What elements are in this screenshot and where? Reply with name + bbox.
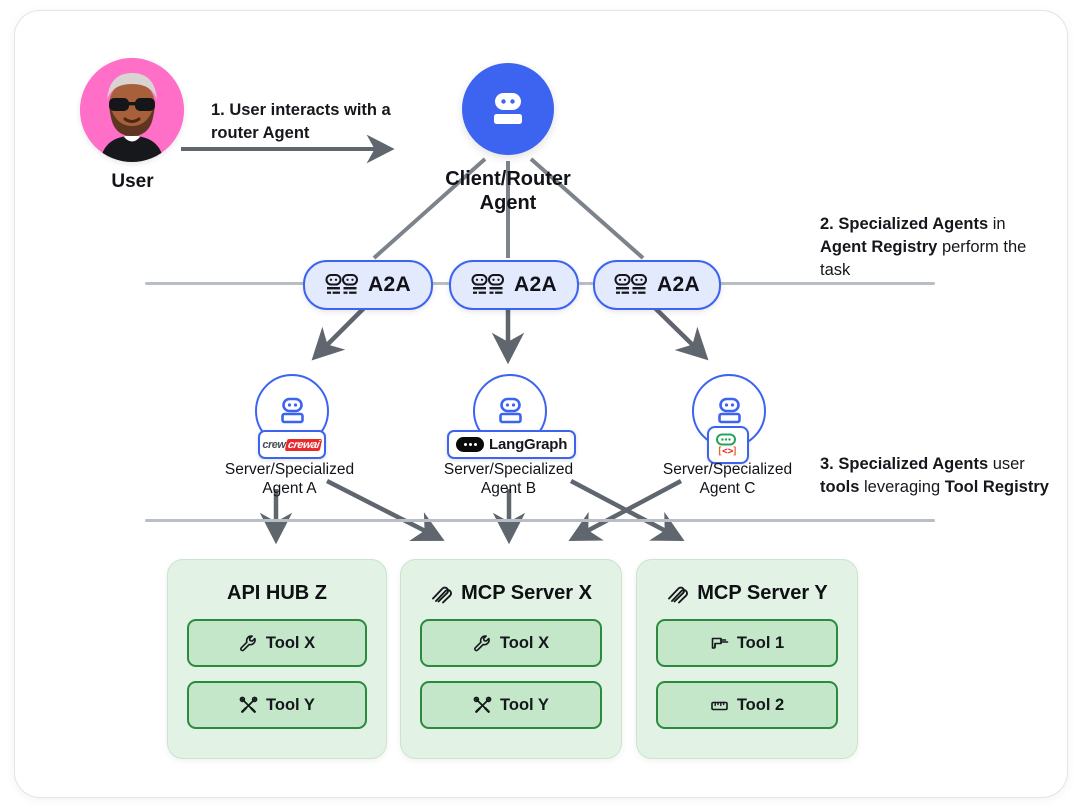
arrow-a2a1-to-agentA: [311, 306, 366, 361]
tool-chip-label: Tool Y: [500, 695, 549, 714]
a2a-node-2[interactable]: A2A: [449, 260, 579, 310]
robot-icon: [712, 394, 746, 428]
tool-chip-label: Tool 2: [736, 695, 785, 714]
tool-group-title: MCP Server X: [401, 582, 621, 605]
agent-c-framework-badge: [ <> ]: [707, 426, 749, 464]
user-label: User: [111, 171, 154, 192]
tool-chip-label: Tool 1: [736, 633, 785, 652]
specialized-agent-a-label: Server/Specialized Agent A: [224, 461, 355, 497]
specialized-agent-c-label: Server/Specialized Agent C: [662, 461, 793, 497]
api-hub-z-title: API HUB Z: [227, 582, 327, 604]
step-2-part-1: in: [988, 215, 1006, 233]
client-router-agent-label: Client/Router Agent: [445, 168, 571, 214]
tool-chip-label: Tool Y: [266, 695, 315, 714]
a2a-label-1: A2A: [368, 273, 411, 296]
tool-group-api-hub-z: API HUB Z Tool X Tool Y: [167, 559, 387, 759]
step-1-caption: 1. User interacts with a router Agent: [211, 99, 426, 145]
client-router-agent-node[interactable]: [462, 63, 554, 155]
step-3-part-0: Specialized Agents: [838, 455, 989, 473]
crossed-tools-icon: [239, 696, 258, 715]
step-3-part-3: leveraging: [859, 477, 945, 496]
user-avatar: [80, 58, 184, 162]
robot-icon: [493, 394, 527, 428]
a2a-robots-icon: [471, 273, 505, 297]
specialized-agent-b-label: Server/Specialized Agent B: [443, 461, 574, 497]
a2a-node-3[interactable]: A2A: [593, 260, 721, 310]
step-2-part-3: perform the task: [820, 237, 1027, 279]
robot-icon: [485, 86, 531, 132]
mcp-server-y-title: MCP Server Y: [697, 582, 828, 604]
svg-text:]: ]: [732, 446, 738, 457]
step-3-part-4: Tool Registry: [944, 477, 1049, 496]
tool-registry-divider: [145, 519, 935, 522]
tool-group-mcp-server-x: MCP Server X Tool X Tool Y: [400, 559, 622, 759]
step-3-number: 3.: [820, 455, 834, 473]
arrow-a2a3-to-agentC: [653, 306, 709, 361]
step-2-caption: 2. Specialized Agents in Agent Registry …: [820, 213, 1050, 281]
step-3-caption: 3. Specialized Agents user tools leverag…: [820, 453, 1055, 499]
ruler-icon: [710, 696, 729, 715]
wrench-icon: [473, 634, 492, 653]
tool-group-title: API HUB Z: [168, 582, 386, 605]
step-2-part-0: Specialized Agents: [838, 215, 989, 233]
svg-text:<>: <>: [722, 446, 734, 457]
a2a-node-1[interactable]: A2A: [303, 260, 433, 310]
diagram-card: User 1. User interacts with a router Age…: [14, 10, 1068, 798]
agent-b-framework-badge: LangGraph: [447, 430, 577, 459]
a2a-label-2: A2A: [514, 273, 557, 296]
crossed-tools-icon: [473, 696, 492, 715]
a2a-robots-icon: [614, 273, 648, 297]
tool-chip-label: Tool X: [499, 633, 550, 652]
a2a-robots-icon: [325, 273, 359, 297]
tool-chip-mcp-server-y-0[interactable]: Tool 1: [656, 619, 838, 667]
tool-group-title: MCP Server Y: [637, 582, 857, 605]
drill-icon: [710, 634, 729, 653]
mcp-server-x-title: MCP Server X: [461, 582, 592, 604]
adk-code-chat-logo: [ <> ]: [714, 432, 742, 458]
tool-chip-mcp-server-y-1[interactable]: Tool 2: [656, 681, 838, 729]
tool-chip-label: Tool X: [265, 633, 316, 652]
svg-text:[: [: [717, 446, 723, 457]
tool-group-mcp-server-y: MCP Server Y Tool 1 Tool 2: [636, 559, 858, 759]
step-3-part-1: user: [988, 455, 1025, 473]
step-1-text: 1. User interacts with a router Agent: [211, 101, 391, 142]
crewai-logo-label: crewai: [285, 438, 323, 451]
robot-icon: [275, 394, 309, 428]
step-2-number: 2.: [820, 215, 834, 233]
step-3-part-2: tools: [820, 477, 860, 496]
wrench-icon: [239, 634, 258, 653]
mcp-logo-icon: [430, 582, 453, 605]
tool-chip-api-hub-z-0[interactable]: Tool X: [187, 619, 367, 667]
mcp-logo-icon: [666, 582, 689, 605]
a2a-label-3: A2A: [657, 273, 700, 296]
tool-chip-api-hub-z-1[interactable]: Tool Y: [187, 681, 367, 729]
step-2-part-2: Agent Registry: [820, 237, 938, 256]
langgraph-logo: [456, 437, 484, 452]
tool-chip-mcp-server-x-1[interactable]: Tool Y: [420, 681, 602, 729]
langgraph-label: LangGraph: [489, 436, 568, 453]
tool-chip-mcp-server-x-0[interactable]: Tool X: [420, 619, 602, 667]
